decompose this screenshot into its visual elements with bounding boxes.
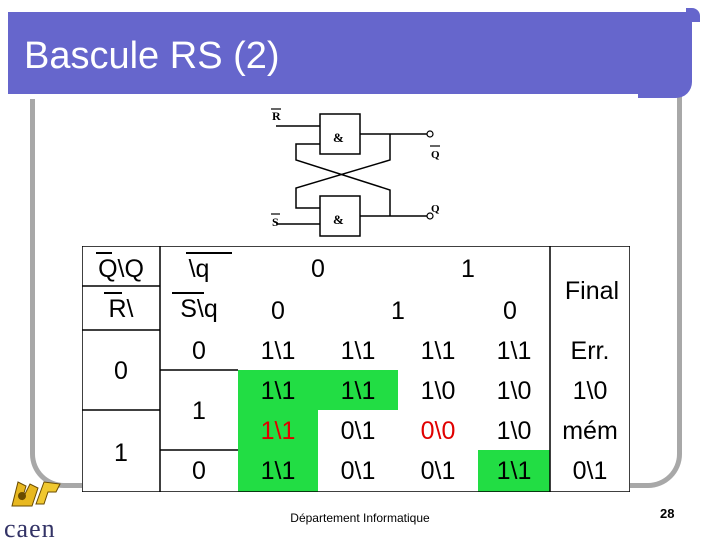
- cell-r1c0: 1\1: [260, 377, 296, 405]
- terminal-q: [426, 212, 434, 220]
- overbar-corner-r: [104, 292, 122, 294]
- corner-top-right: \q: [188, 255, 210, 283]
- green-cell-r3c1: [238, 450, 318, 492]
- label-q: Q: [431, 203, 440, 215]
- page-number: 28: [660, 506, 675, 521]
- cell-r3c2: 0\1: [420, 457, 456, 485]
- row-label-r-1: 1: [114, 439, 128, 467]
- header-final: Final: [564, 277, 620, 305]
- cell-r3c3: 1\1: [496, 457, 532, 485]
- slide-title: Bascule RS (2): [24, 35, 280, 77]
- cell-r2c1: 0\1: [340, 417, 376, 445]
- label-s: S: [272, 215, 279, 229]
- corner-bottom-right: S\q: [180, 295, 218, 323]
- gate-bottom-label: &: [333, 212, 344, 227]
- feedback-top-to-bottom: [295, 134, 391, 209]
- header-qbar-2: 0: [503, 297, 517, 325]
- s-label-2: 0: [192, 457, 206, 485]
- s-label-0: 0: [192, 337, 206, 365]
- nand-gate-top: [319, 113, 361, 155]
- header-qbar-1: 1: [391, 297, 405, 325]
- title-bar: [8, 8, 700, 98]
- corner-bottom-left: R\: [108, 295, 134, 323]
- overbar-corner-q-right: [186, 252, 232, 254]
- cell-r0c0: 1\1: [260, 337, 296, 365]
- cell-r0c3: 1\1: [496, 337, 532, 365]
- cell-r0c1: 1\1: [340, 337, 376, 365]
- table-grid: [82, 246, 630, 492]
- state-table: Q\Q \q R\ S\q 0 1 Final 0 1 0 0 1 0 1 0 …: [82, 246, 630, 492]
- cell-r2c2: 0\0: [420, 417, 456, 445]
- cell-r3c0: 1\1: [260, 457, 296, 485]
- green-cell-r2c1: [238, 410, 318, 450]
- caen-logo: [0, 476, 78, 538]
- header-qbar-0: 0: [271, 297, 285, 325]
- cell-r0c4: Err.: [570, 337, 610, 365]
- s-label-1: 1: [192, 397, 206, 425]
- cell-r1c3: 1\0: [496, 377, 532, 405]
- footer-text: Département Informatique: [290, 511, 430, 525]
- green-cell-r3c4: [478, 450, 550, 492]
- overbar-corner-q: [96, 252, 112, 254]
- cell-r1c4: 1\0: [572, 377, 608, 405]
- logo-emblem-icon: [11, 481, 61, 507]
- label-q-bar: Q: [431, 149, 440, 161]
- header-q-1: 1: [461, 255, 475, 283]
- cell-r3c1: 0\1: [340, 457, 376, 485]
- corner-top-left: Q\Q: [98, 255, 144, 283]
- cell-r1c1: 1\1: [340, 377, 376, 405]
- cell-r2c0: 1\1: [260, 417, 296, 445]
- green-cell-r1c2: [318, 370, 398, 410]
- title-underline: [8, 94, 638, 99]
- feedback-bottom-to-top: [295, 143, 391, 216]
- green-cell-r1c1: [238, 370, 318, 410]
- cell-r3c4: 0\1: [572, 457, 608, 485]
- rs-latch-diagram: R S & & Q Q: [262, 104, 452, 244]
- logo-text: caen: [4, 514, 56, 543]
- header-q-0: 0: [311, 255, 325, 283]
- label-r: R: [272, 109, 281, 123]
- cell-r2c3: 1\0: [496, 417, 532, 445]
- terminal-q-bar: [426, 130, 434, 138]
- gate-top-label: &: [333, 130, 344, 145]
- cell-r2c4: mém: [562, 417, 618, 445]
- rs-latch-svg: R S & & Q Q: [271, 108, 440, 237]
- cell-r1c2: 1\0: [420, 377, 456, 405]
- overbar-corner-s: [172, 292, 204, 294]
- cell-r0c2: 1\1: [420, 337, 456, 365]
- row-label-r-0: 0: [114, 357, 128, 385]
